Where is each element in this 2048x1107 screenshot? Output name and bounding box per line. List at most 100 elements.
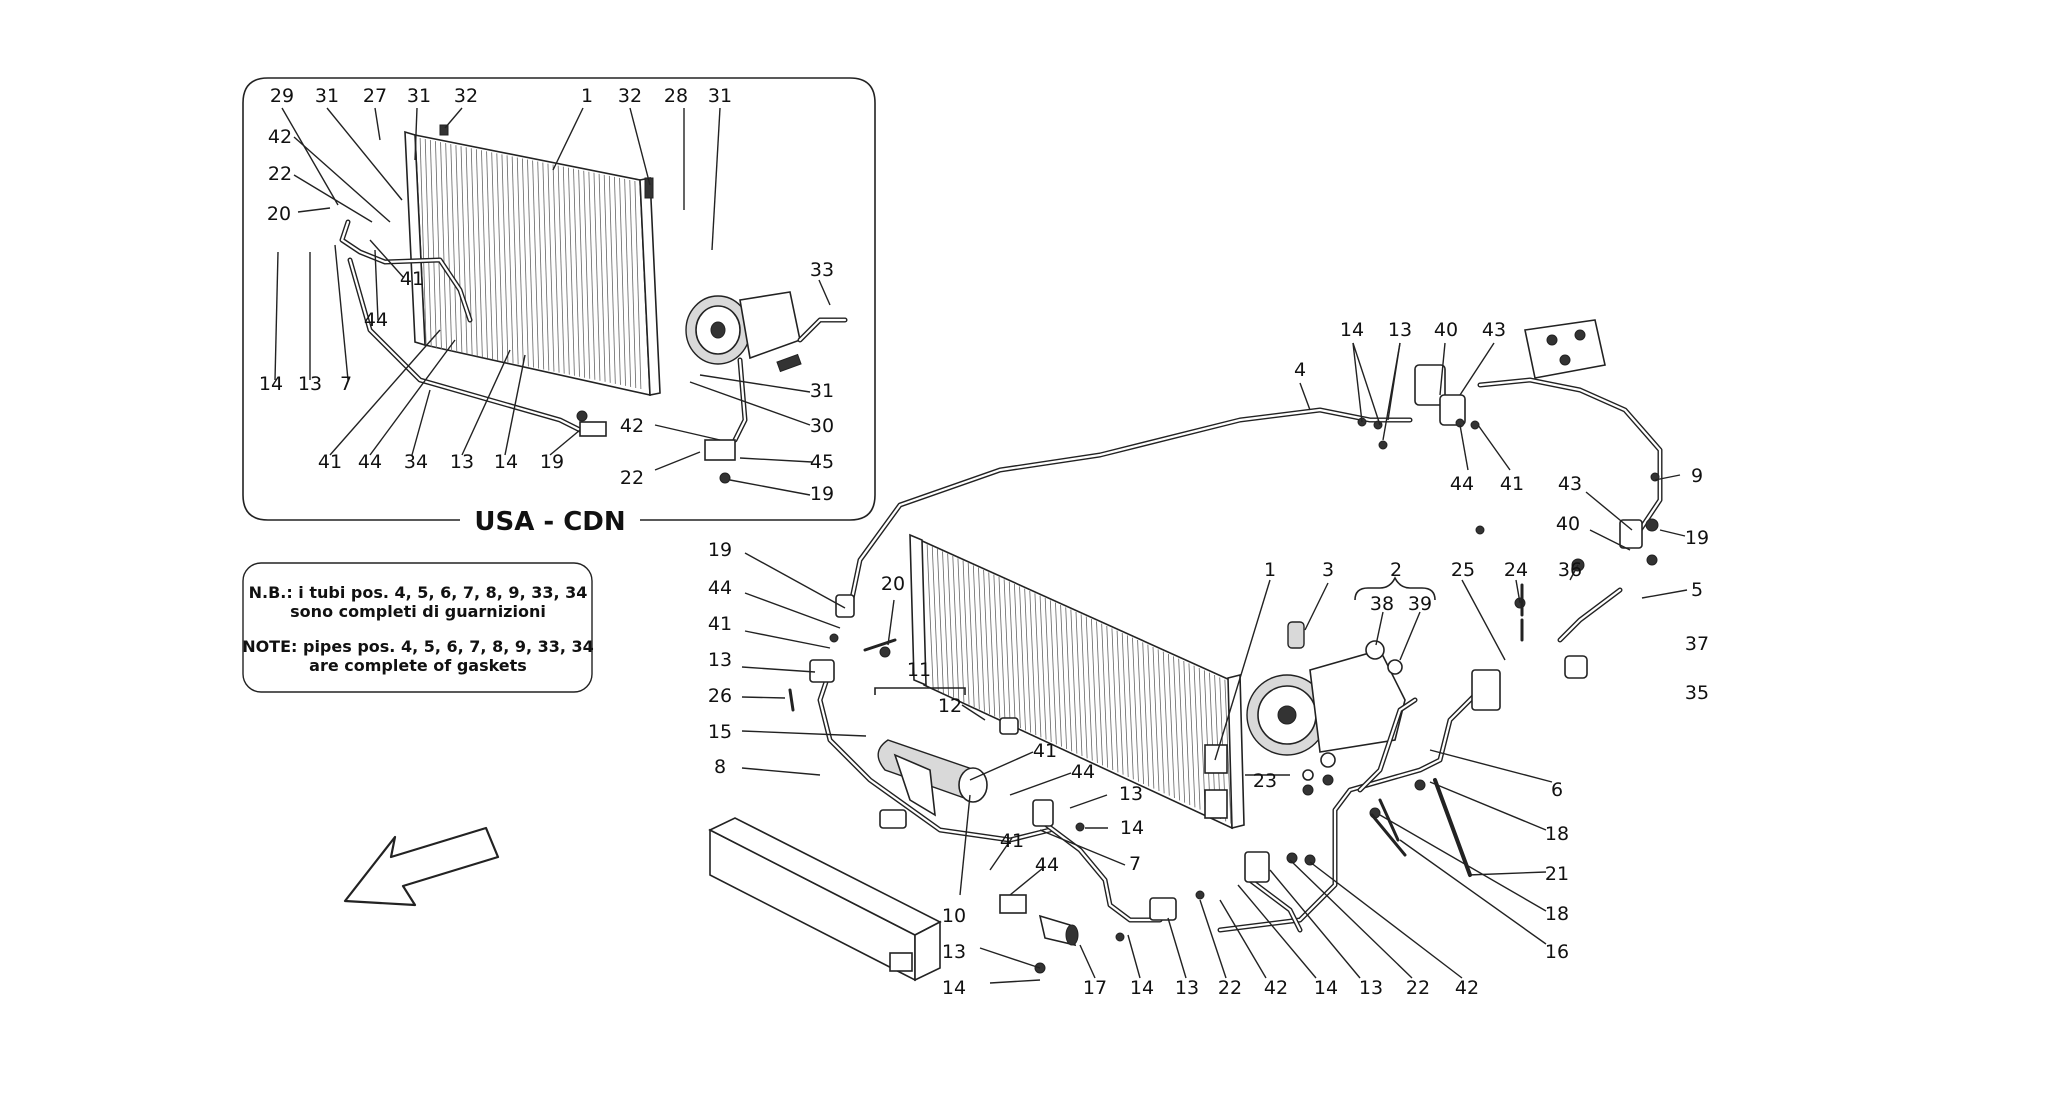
callout: 44 — [1071, 761, 1095, 783]
callout: 26 — [708, 685, 732, 707]
callout: 13 — [298, 373, 322, 395]
callout: 33 — [810, 259, 834, 281]
callout: 1 — [581, 85, 593, 107]
note-box: N.B.: i tubi pos. 4, 5, 6, 7, 8, 9, 33, … — [242, 562, 594, 693]
main-assembly: 4 14 13 40 43 9 44 41 43 19 40 5 19 44 4… — [708, 319, 1709, 999]
callout: 22 — [1218, 977, 1242, 999]
callout: 31 — [708, 85, 732, 107]
callout: 14 — [1314, 977, 1338, 999]
callout: 21 — [1545, 863, 1569, 885]
callout: 19 — [810, 483, 834, 505]
callout: 40 — [1434, 319, 1458, 341]
note-en-line2: are complete of gaskets — [309, 656, 527, 675]
callout: 2 — [1390, 559, 1402, 581]
callout: 14 — [942, 977, 966, 999]
callout: 31 — [810, 380, 834, 402]
callout: 5 — [1691, 579, 1703, 601]
callout: 12 — [938, 695, 962, 717]
callout: 8 — [714, 756, 726, 778]
inset-callouts: 29 31 27 31 32 1 32 28 31 42 22 20 41 44… — [259, 85, 834, 505]
callout: 41 — [1033, 740, 1057, 762]
callout: 43 — [1482, 319, 1506, 341]
callout: 13 — [942, 941, 966, 963]
callout: 22 — [268, 163, 292, 185]
callout: 13 — [1359, 977, 1383, 999]
callout: 13 — [1175, 977, 1199, 999]
callout: 11 — [907, 659, 931, 681]
callout: 9 — [1691, 465, 1703, 487]
main-condenser — [909, 533, 1245, 830]
direction-arrow-icon — [343, 826, 500, 907]
callout: 22 — [1406, 977, 1430, 999]
callout: 31 — [315, 85, 339, 107]
callout: 42 — [620, 415, 644, 437]
note-it-line2: sono completi di guarnizioni — [290, 602, 546, 621]
callout: 18 — [1545, 903, 1569, 925]
inset-condenser — [404, 130, 661, 397]
callout: 24 — [1504, 559, 1528, 581]
callout: 44 — [1035, 854, 1059, 876]
callout: 6 — [1551, 779, 1563, 801]
callout: 20 — [881, 573, 905, 595]
callout: 4 — [1294, 359, 1306, 381]
fittings — [788, 364, 1660, 974]
callout: 25 — [1451, 559, 1475, 581]
callout: 30 — [810, 415, 834, 437]
inset-title: USA - CDN — [474, 507, 625, 537]
callout: 13 — [450, 451, 474, 473]
callout: 29 — [270, 85, 294, 107]
callout: 42 — [1455, 977, 1479, 999]
callout: 31 — [407, 85, 431, 107]
callout: 13 — [1119, 783, 1143, 805]
frame-member — [708, 817, 942, 982]
callout: 37 — [1685, 633, 1709, 655]
callout: 20 — [267, 203, 291, 225]
callout: 18 — [1545, 823, 1569, 845]
callout: 14 — [1340, 319, 1364, 341]
callout: 28 — [664, 85, 688, 107]
callout: 10 — [942, 905, 966, 927]
callout: 44 — [364, 309, 388, 331]
inset-panel: USA - CDN — [242, 77, 876, 537]
callout: 17 — [1083, 977, 1107, 999]
inset-compressor — [685, 291, 801, 365]
callout: 35 — [1685, 682, 1709, 704]
main-compressor — [1246, 621, 1406, 781]
callout: 40 — [1556, 513, 1580, 535]
callout: 14 — [1120, 817, 1144, 839]
callout: 39 — [1408, 593, 1432, 615]
callout: 43 — [1558, 473, 1582, 495]
note-it-line1: N.B.: i tubi pos. 4, 5, 6, 7, 8, 9, 33, … — [249, 583, 588, 602]
callout: 14 — [1130, 977, 1154, 999]
callout: 22 — [620, 467, 644, 489]
callout: 44 — [358, 451, 382, 473]
callout: 34 — [404, 451, 428, 473]
callout: 42 — [1264, 977, 1288, 999]
callout: 7 — [340, 373, 352, 395]
callout: 13 — [708, 649, 732, 671]
callout: 7 — [1129, 853, 1141, 875]
callout: 41 — [1000, 830, 1024, 852]
main-callouts: 4 14 13 40 43 9 44 41 43 19 40 5 19 44 4… — [708, 319, 1709, 999]
callout: 19 — [708, 539, 732, 561]
callout: 1 — [1264, 559, 1276, 581]
callout: 27 — [363, 85, 387, 107]
callout: 19 — [1685, 527, 1709, 549]
callout: 23 — [1253, 770, 1277, 792]
callout: 41 — [318, 451, 342, 473]
callout: 38 — [1370, 593, 1394, 615]
callout: 3 — [1322, 559, 1334, 581]
callout: 41 — [708, 613, 732, 635]
callout: 14 — [494, 451, 518, 473]
callout: 44 — [708, 577, 732, 599]
callout: 45 — [810, 451, 834, 473]
callout: 15 — [708, 721, 732, 743]
note-en-line1: NOTE: pipes pos. 4, 5, 6, 7, 8, 9, 33, 3… — [242, 637, 594, 656]
callout: 19 — [540, 451, 564, 473]
callout: 36 — [1558, 559, 1582, 581]
receiver-drier — [877, 739, 988, 817]
callout: 41 — [1500, 473, 1524, 495]
callout: 42 — [268, 126, 292, 148]
pressure-switch — [999, 894, 1079, 947]
